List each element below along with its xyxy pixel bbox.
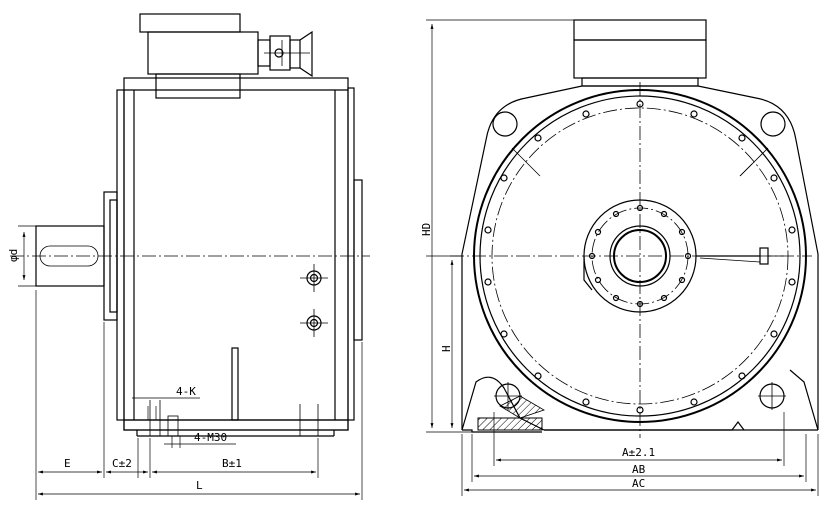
b-label: B±1 xyxy=(222,457,242,470)
a-label: A±2.1 xyxy=(622,446,655,459)
motor-frame-side xyxy=(35,77,363,437)
hd-label: HD xyxy=(420,223,433,236)
side-bottom-dimensions: E C±2 B±1 L xyxy=(35,290,363,500)
k-label: 4-K xyxy=(176,385,196,398)
h-label: H xyxy=(440,345,453,352)
m30-dimension: 4-M30 xyxy=(164,431,236,448)
terminal-box xyxy=(139,13,313,99)
outer-bolt-ring xyxy=(484,100,796,414)
front-feet xyxy=(461,369,819,433)
k-dimension: 4-K xyxy=(132,385,200,420)
shaft-diameter-label: φd xyxy=(7,249,20,262)
l-label: L xyxy=(196,479,203,492)
ac-label: AC xyxy=(632,477,645,490)
height-dimensions: HD H xyxy=(420,19,574,433)
front-terminal-box xyxy=(573,19,707,87)
side-view: φd 4-K 4-M30 xyxy=(7,13,370,500)
e-label: E xyxy=(64,457,71,470)
width-dimensions: A±2.1 AB AC xyxy=(461,412,819,496)
left-lifting-lug xyxy=(492,111,518,137)
right-lifting-lug xyxy=(760,111,786,137)
shaft-diameter-dimension: φd xyxy=(7,225,36,287)
ab-label: AB xyxy=(632,463,646,476)
c-label: C±2 xyxy=(112,457,132,470)
m30-label: 4-M30 xyxy=(194,431,227,444)
front-view: HD H A±2.1 AB AC xyxy=(420,19,819,496)
